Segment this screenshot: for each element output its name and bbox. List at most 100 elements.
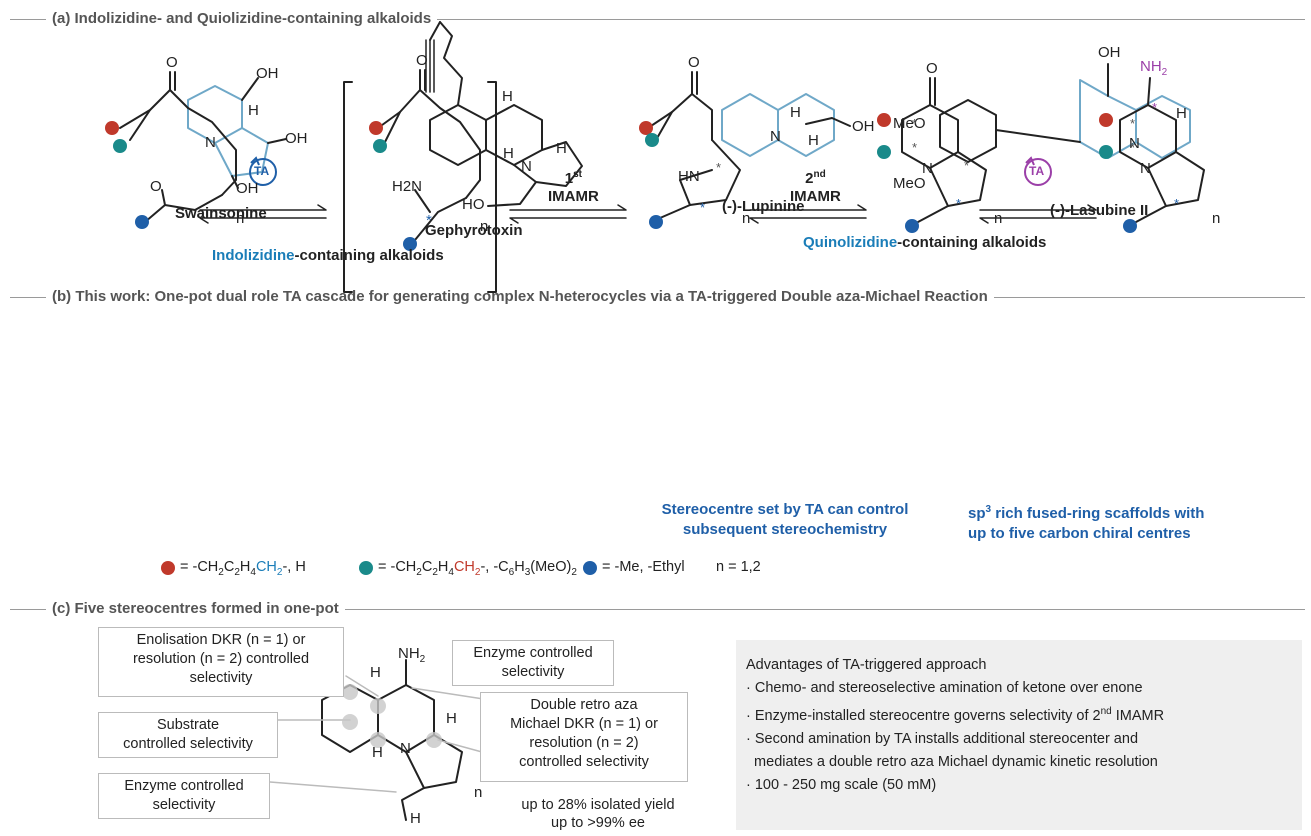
gephyrotoxin-h-1: H [502,88,513,105]
indolizidine-class-label: Indolizidine-containing alkaloids [212,247,444,264]
lasubine-label: (-)-Lasubine II [1050,202,1149,219]
gephyrotoxin-ho: HO [462,196,485,213]
gephyrotoxin-h-2: H [503,145,514,162]
bicyclic-star-1: * [912,116,918,131]
swainsonine-n: N [205,134,216,151]
swainsonine-oh-3: OH [236,180,259,197]
c-h-4: H [410,810,421,827]
mono-n: n [742,210,751,227]
callout-enzyme-top: Enzyme controlled selectivity [452,640,614,686]
bicyclic-n-sub: n [994,210,1003,227]
bicyclic-amine-structure [1119,77,1205,223]
gephyrotoxin-label: Gephyrotoxin [425,222,523,239]
intermediate-structure [343,69,497,293]
lasubine-h: H [1176,105,1187,122]
lasubine-meo-1: MeO [893,115,926,132]
mono-star-1: * [716,160,722,175]
bicyclic-star-3: * [964,158,970,173]
product-star-4: * [1174,196,1180,211]
sm-n: n [236,210,245,227]
bicyclic-star-4: * [956,196,962,211]
lasubine-n: N [1129,135,1140,152]
sm-o-2: O [150,178,162,195]
advantage-item-2: · Enzyme-installed stereocentre governs … [746,706,1165,724]
swainsonine-oh-1: OH [256,65,279,82]
lasubine-structure [939,63,1191,163]
quinolizidine-class-label: Quinolizidine-containing alkaloids [803,234,1047,251]
product-nh2: NH2 [1140,58,1168,78]
c-h-2: H [446,710,457,727]
product-star-2: * [1130,116,1136,131]
advantage-item-3: · Second amination by TA installs additi… [746,730,1139,747]
section-a-title: (a) Indolizidine- and Quiolizidine-conta… [46,10,438,27]
c-n-sub: n [474,784,483,801]
legend-n: n = 1,2 [716,559,761,575]
second-imamr-label: 2nd IMAMR [790,169,841,205]
ta-cycle-icons [249,156,1052,186]
int-h2n: H2N [392,178,423,195]
first-imamr-label: 1st IMAMR [548,169,599,205]
section-a-rule [10,19,1305,20]
mono-o: O [688,54,700,71]
bicyclic-o: O [926,60,938,77]
ta-label-1: TA [254,164,270,178]
swainsonine-oh-2: OH [285,130,308,147]
section-c-rule [10,609,1305,610]
lupinine-n: N [770,128,781,145]
lupinine-label: (-)-Lupinine [722,198,805,215]
product-star-3: * [1130,140,1136,155]
swainsonine-label: Swainsonine [175,205,267,222]
advantages-title: Advantages of TA-triggered approach [746,657,987,673]
legend-teal: = -CH2C2H4CH2-, -C6H3(MeO)2 [378,559,577,578]
starting-material-structure [119,71,237,223]
c-h-1: H [370,664,381,681]
lasubine-meo-2: MeO [893,175,926,192]
int-star: * [426,212,432,229]
gephyrotoxin-n: N [521,158,532,175]
lupinine-h-2: H [808,132,819,149]
mono-star-2: * [700,200,706,215]
note-sp3: sp3 rich fused-ring scaffolds with up to… [968,504,1205,542]
callout-retro: Double retro aza Michael DKR (n = 1) or … [480,692,688,782]
lasubine-oh: OH [1098,44,1121,61]
bicyclic-star-2: * [912,140,918,155]
c-h-3: H [372,744,383,761]
c-nh2: NH2 [398,645,426,665]
int-o: O [416,52,428,69]
tricyclic-product-structure [321,659,463,821]
bicyclic-structure [901,77,987,223]
swainsonine-h: H [248,102,259,119]
gephyrotoxin-h-3: H [556,140,567,157]
mono-cyclised-structure [647,71,741,219]
mono-hn: HN [678,168,700,185]
yield-text: up to 28% isolated yield up to >99% ee [521,797,675,831]
substituent-dots [105,113,1137,575]
advantage-item-1: · Chemo- and stereoselective amination o… [746,680,1143,696]
advantage-item-5: · 100 - 250 mg scale (50 mM) [746,776,937,793]
product-n-sub: n [1212,210,1221,227]
product-n: N [1140,160,1151,177]
equilibrium-arrows [199,204,1097,224]
advantages-box: Advantages of TA-triggered approach · Ch… [736,640,1302,830]
sm-o-1: O [166,54,178,71]
ta-label-2: TA [1029,164,1045,178]
note-stereocentre: Stereocentre set by TA can control subse… [661,501,909,538]
lupinine-oh: OH [852,118,875,135]
section-b-title: (b) This work: One-pot dual role TA casc… [46,288,994,305]
int-n: n [480,218,489,235]
highlight-circles [342,684,442,748]
lupinine-structure [721,93,851,157]
lupinine-h-1: H [790,104,801,121]
swainsonine-structure [187,77,287,189]
callout-enolisation: Enolisation DKR (n = 1) or resolution (n… [98,627,344,697]
callout-leaders [269,675,491,793]
advantage-item-4: mediates a double retro aza Michael dyna… [746,753,1158,770]
section-c-title: (c) Five stereocentres formed in one-pot [46,600,345,617]
callout-substrate: Substrate controlled selectivity [98,712,278,758]
legend-blue: = -Me, -Ethyl [602,559,685,575]
product-star-1: * [1152,100,1158,115]
bicyclic-n: N [922,160,933,177]
legend-red: = -CH2C2H4CH2-, H [180,559,306,578]
c-n: N [400,740,411,757]
